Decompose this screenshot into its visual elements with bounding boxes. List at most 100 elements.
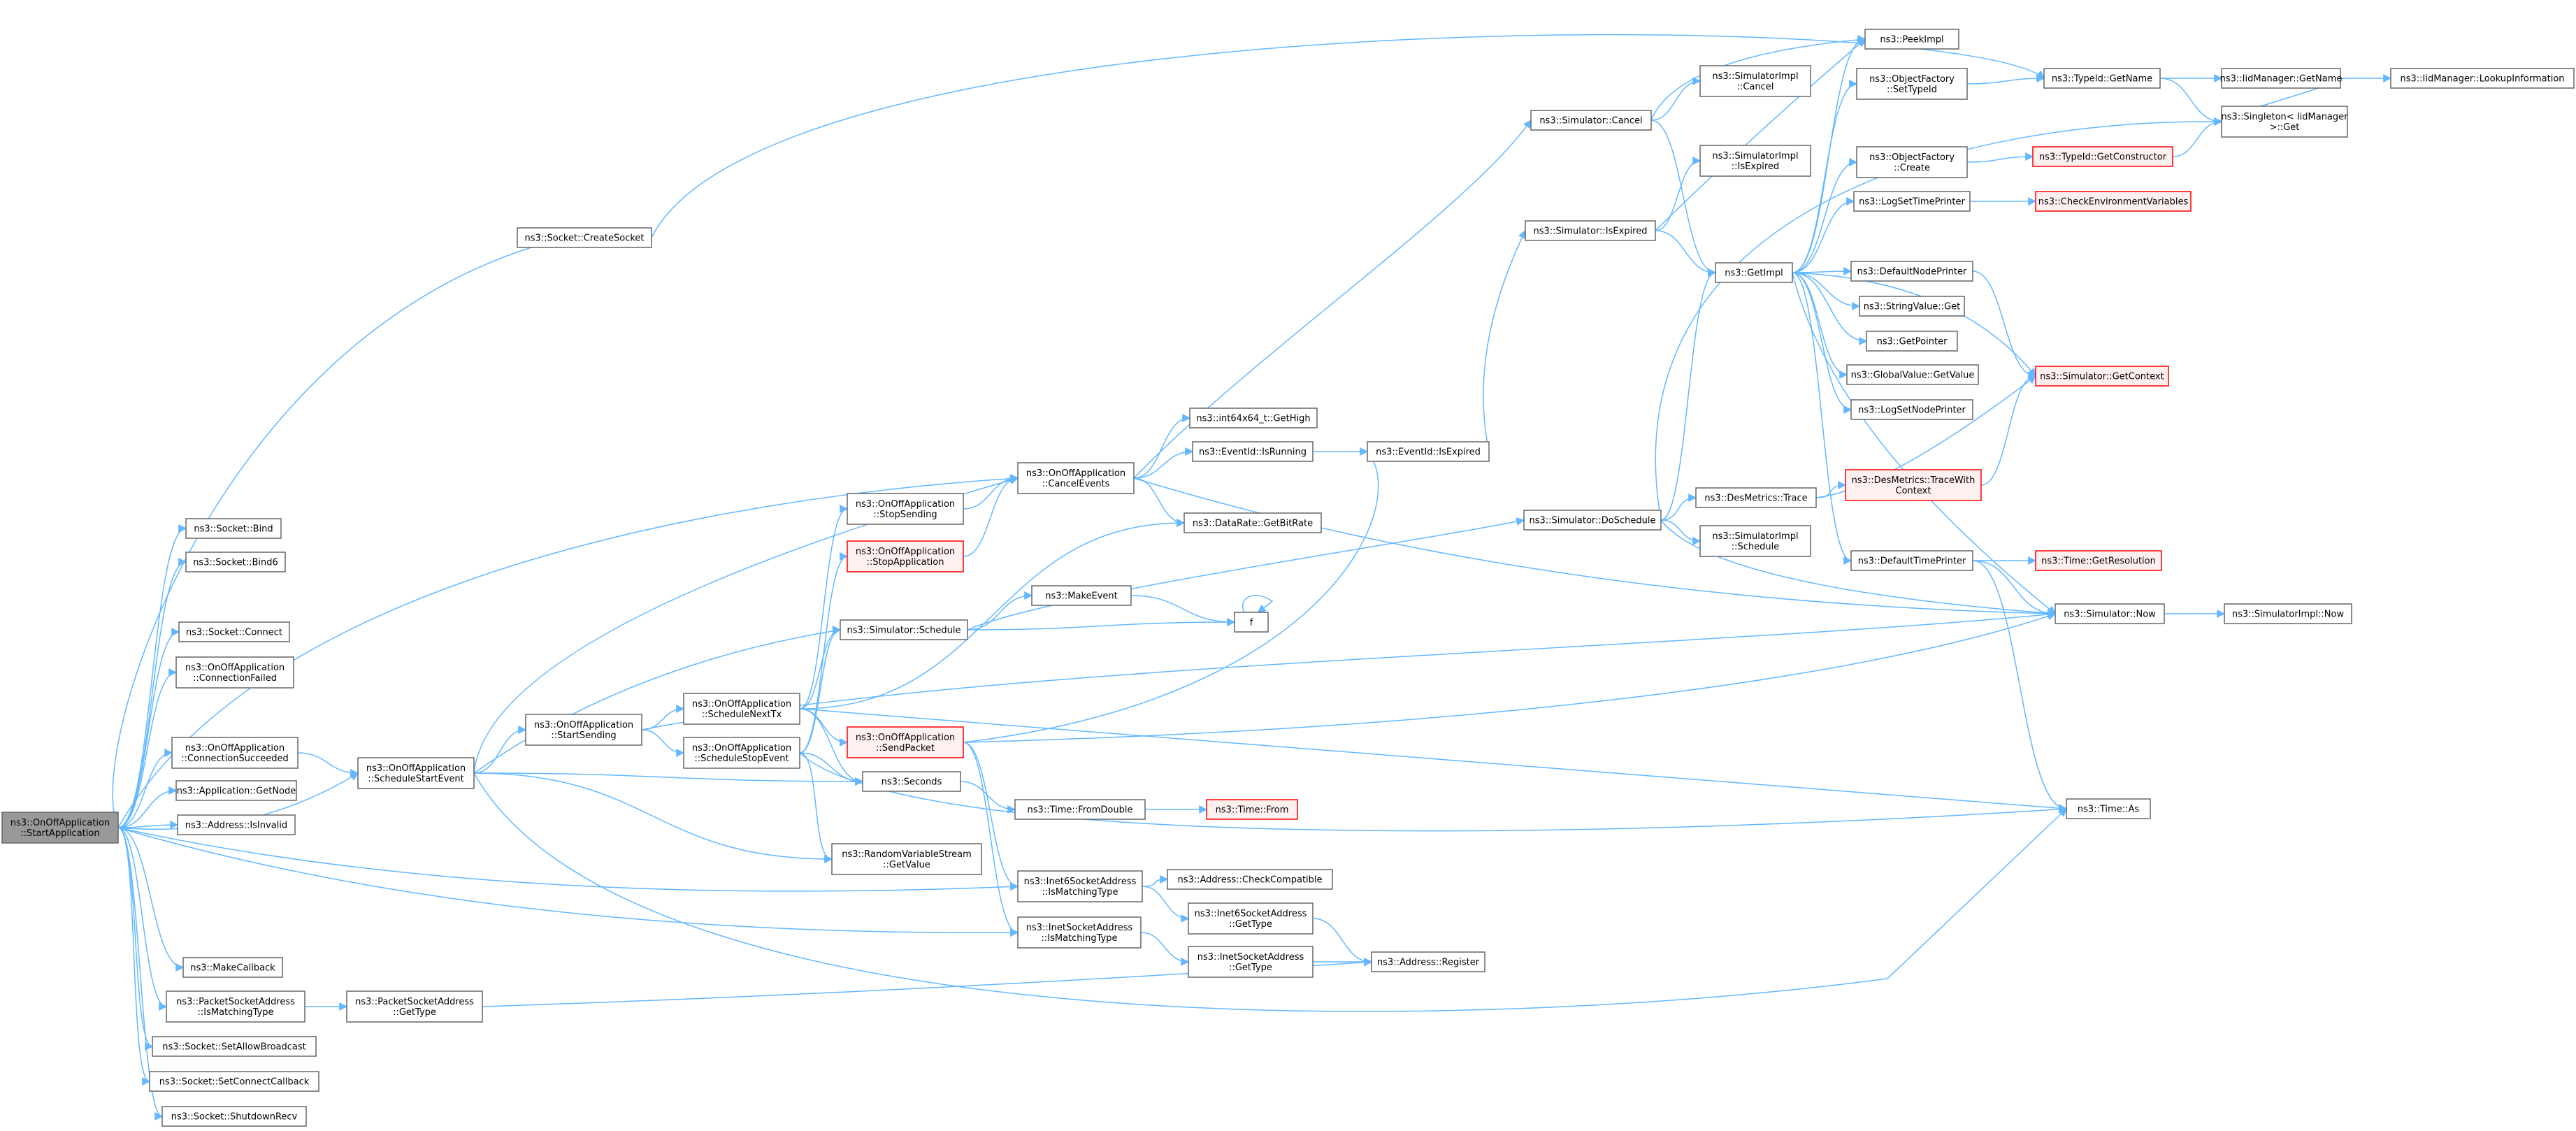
node-getBitRate[interactable]: ns3::DataRate::GetBitRate: [1183, 512, 1322, 533]
node-eventIsRunning[interactable]: ns3::EventId::IsRunning: [1192, 441, 1314, 462]
edge-simIsExpired-to-getImpl: [1655, 230, 1717, 277]
node-cancelEvents[interactable]: ns3::OnOffApplication::CancelEvents: [1017, 462, 1135, 494]
node-label: ns3::Socket::SetConnectCallback: [159, 1077, 310, 1088]
node-getPointer[interactable]: ns3::GetPointer: [1866, 331, 1958, 352]
node-stringValueGet[interactable]: ns3::StringValue::Get: [1859, 296, 1965, 317]
edge-root-to-shutdownRecv: [117, 827, 164, 1121]
node-shutdownRecv[interactable]: ns3::Socket::ShutdownRecv: [161, 1106, 307, 1127]
node-isInvalid[interactable]: ns3::Address::IsInvalid: [177, 814, 296, 835]
node-checkCompatible[interactable]: ns3::Address::CheckCompatible: [1167, 869, 1333, 890]
node-rvsGetValue[interactable]: ns3::RandomVariableStream::GetValue: [831, 843, 982, 875]
node-desTrace[interactable]: ns3::DesMetrics::Trace: [1695, 487, 1817, 508]
node-fromDouble[interactable]: ns3::Time::FromDouble: [1014, 799, 1146, 820]
node-label: ns3::SimulatorImpl: [1712, 531, 1798, 542]
node-stopSending[interactable]: ns3::OnOffApplication::StopSending: [847, 493, 964, 525]
node-inet6IsMatching[interactable]: ns3::Inet6SocketAddress::IsMatchingType: [1017, 870, 1143, 902]
node-makeCallback[interactable]: ns3::MakeCallback: [182, 957, 283, 978]
node-peekImpl[interactable]: ns3::PeekImpl: [1864, 29, 1959, 50]
node-addrRegister[interactable]: ns3::Address::Register: [1371, 951, 1485, 972]
node-box: [152, 1036, 317, 1057]
node-idMgrGetName[interactable]: ns3::IidManager::GetName: [2220, 68, 2343, 89]
node-globalValueGet[interactable]: ns3::GlobalValue::GetValue: [1846, 364, 1979, 385]
node-label: ns3::Time::FromDouble: [1028, 805, 1133, 816]
node-box: [1850, 550, 1973, 571]
node-eventIsExpired[interactable]: ns3::EventId::IsExpired: [1367, 441, 1490, 462]
node-bind[interactable]: ns3::Socket::Bind: [185, 518, 282, 539]
edge-scheduleStartEvent-to-simSchedule: [473, 626, 842, 774]
node-connFailed[interactable]: ns3::OnOffApplication::ConnectionFailed: [175, 656, 294, 689]
node-getImpl[interactable]: ns3::GetImpl: [1715, 262, 1793, 283]
node-box: [1188, 946, 1314, 978]
node-f[interactable]: f: [1234, 612, 1269, 633]
node-seconds[interactable]: ns3::Seconds: [862, 771, 961, 792]
node-simImplCancel[interactable]: ns3::SimulatorImpl::Cancel: [1699, 65, 1811, 97]
node-timeAs[interactable]: ns3::Time::As: [2066, 798, 2151, 819]
edge-root-to-isInvalid: [117, 821, 179, 830]
node-inetGetType[interactable]: ns3::InetSocketAddress::GetType: [1188, 946, 1314, 978]
node-box: [2390, 68, 2575, 89]
node-box: [1189, 408, 1318, 428]
node-scheduleStartEvent[interactable]: ns3::OnOffApplication::ScheduleStartEven…: [357, 757, 475, 789]
node-inetIsMatching[interactable]: ns3::InetSocketAddress::IsMatchingType: [1017, 916, 1142, 949]
node-doSchedule[interactable]: ns3::Simulator::DoSchedule: [1523, 510, 1662, 531]
edge-getImpl-to-simNow: [1792, 272, 2056, 614]
edge-getImpl-to-logSetTimePrinter: [1792, 197, 1855, 273]
node-box: [2043, 68, 2161, 89]
node-connSucceeded[interactable]: ns3::OnOffApplication::ConnectionSucceed…: [171, 737, 298, 769]
edge-doSchedule-to-simNow: [1660, 519, 2057, 618]
node-startSending[interactable]: ns3::OnOffApplication::StartSending: [525, 714, 642, 746]
node-stopApplication[interactable]: ns3::OnOffApplication::StopApplication: [847, 540, 964, 572]
node-scheduleStopEvent[interactable]: ns3::OnOffApplication::ScheduleStopEvent: [683, 737, 800, 769]
node-setTypeId[interactable]: ns3::ObjectFactory::SetTypeId: [1856, 68, 1968, 100]
node-getNode[interactable]: ns3::Application::GetNode: [175, 780, 297, 801]
node-box: [178, 621, 290, 642]
node-timeFrom[interactable]: ns3::Time::From: [1206, 799, 1298, 820]
node-simIsExpired[interactable]: ns3::Simulator::IsExpired: [1525, 220, 1656, 241]
node-getHigh[interactable]: ns3::int64x64_t::GetHigh: [1189, 408, 1318, 428]
node-typeIdGetName[interactable]: ns3::TypeId::GetName: [2043, 68, 2161, 89]
edge-simCancel-to-simImplCancel: [1650, 77, 1701, 121]
node-timeGetResolution[interactable]: ns3::Time::GetResolution: [2035, 550, 2162, 571]
node-setConnectCallback[interactable]: ns3::Socket::SetConnectCallback: [149, 1071, 319, 1092]
node-checkEnvVars[interactable]: ns3::CheckEnvironmentVariables: [2035, 191, 2192, 212]
node-pktIsMatching[interactable]: ns3::PacketSocketAddress::IsMatchingType: [166, 990, 305, 1023]
edge-scheduleStartEvent-to-startSending: [473, 726, 527, 774]
node-defaultTimePrinter[interactable]: ns3::DefaultTimePrinter: [1850, 550, 1973, 571]
edge-inet6IsMatching-to-inet6GetType: [1142, 886, 1190, 923]
node-logSetNodePrinter[interactable]: ns3::LogSetNodePrinter: [1850, 399, 1973, 420]
node-box: [847, 726, 964, 758]
node-label: ::IsMatchingType: [198, 1007, 274, 1018]
node-logSetTimePrinter[interactable]: ns3::LogSetTimePrinter: [1853, 191, 1971, 212]
node-bind6[interactable]: ns3::Socket::Bind6: [185, 552, 286, 572]
node-label: ns3::Socket::CreateSocket: [524, 233, 644, 244]
node-root[interactable]: ns3::OnOffApplication::StartApplication: [1, 812, 119, 844]
node-simSchedule[interactable]: ns3::Simulator::Schedule: [840, 619, 968, 640]
node-simImplNow[interactable]: ns3::SimulatorImpl::Now: [2224, 603, 2352, 624]
node-pktGetType[interactable]: ns3::PacketSocketAddress::GetType: [346, 990, 483, 1023]
node-sendPacket[interactable]: ns3::OnOffApplication::SendPacket: [847, 726, 964, 758]
node-scheduleNextTx[interactable]: ns3::OnOffApplication::ScheduleNextTx: [683, 693, 800, 725]
node-inet6GetType[interactable]: ns3::Inet6SocketAddress::GetType: [1188, 902, 1314, 935]
node-setAllowBroadcast[interactable]: ns3::Socket::SetAllowBroadcast: [152, 1036, 317, 1057]
node-label: ns3::Simulator::Now: [2064, 610, 2156, 620]
node-simCancel[interactable]: ns3::Simulator::Cancel: [1530, 110, 1652, 131]
node-singletonGet[interactable]: ns3::Singleton< IidManager>::Get: [2221, 106, 2348, 138]
node-typeIdGetConstructor[interactable]: ns3::TypeId::GetConstructor: [2032, 146, 2173, 167]
node-connect[interactable]: ns3::Socket::Connect: [178, 621, 290, 642]
node-simImplIsExpired[interactable]: ns3::SimulatorImpl::IsExpired: [1699, 145, 1811, 177]
edge-simIsExpired-to-simImplIsExpired: [1655, 157, 1701, 231]
node-lookupInfo[interactable]: ns3::IidManager::LookupInformation: [2390, 68, 2575, 89]
node-defaultNodePrinter[interactable]: ns3::DefaultNodePrinter: [1850, 261, 1973, 282]
node-simImplSchedule[interactable]: ns3::SimulatorImpl::Schedule: [1699, 525, 1811, 557]
node-box: [1014, 799, 1146, 820]
edge-cancelEvents-to-getHigh: [1133, 414, 1191, 479]
node-ofCreate[interactable]: ns3::ObjectFactory::Create: [1856, 146, 1968, 178]
edge-simSchedule-to-makeEvent: [967, 591, 1033, 631]
node-createSocket[interactable]: ns3::Socket::CreateSocket: [517, 227, 652, 248]
node-simNow[interactable]: ns3::Simulator::Now: [2055, 603, 2165, 624]
edge-getImpl-to-stringValueGet: [1792, 272, 1861, 310]
node-simGetContext[interactable]: ns3::Simulator::GetContext: [2035, 366, 2169, 387]
node-box: [1699, 525, 1811, 557]
node-makeEvent[interactable]: ns3::MakeEvent: [1031, 585, 1132, 606]
